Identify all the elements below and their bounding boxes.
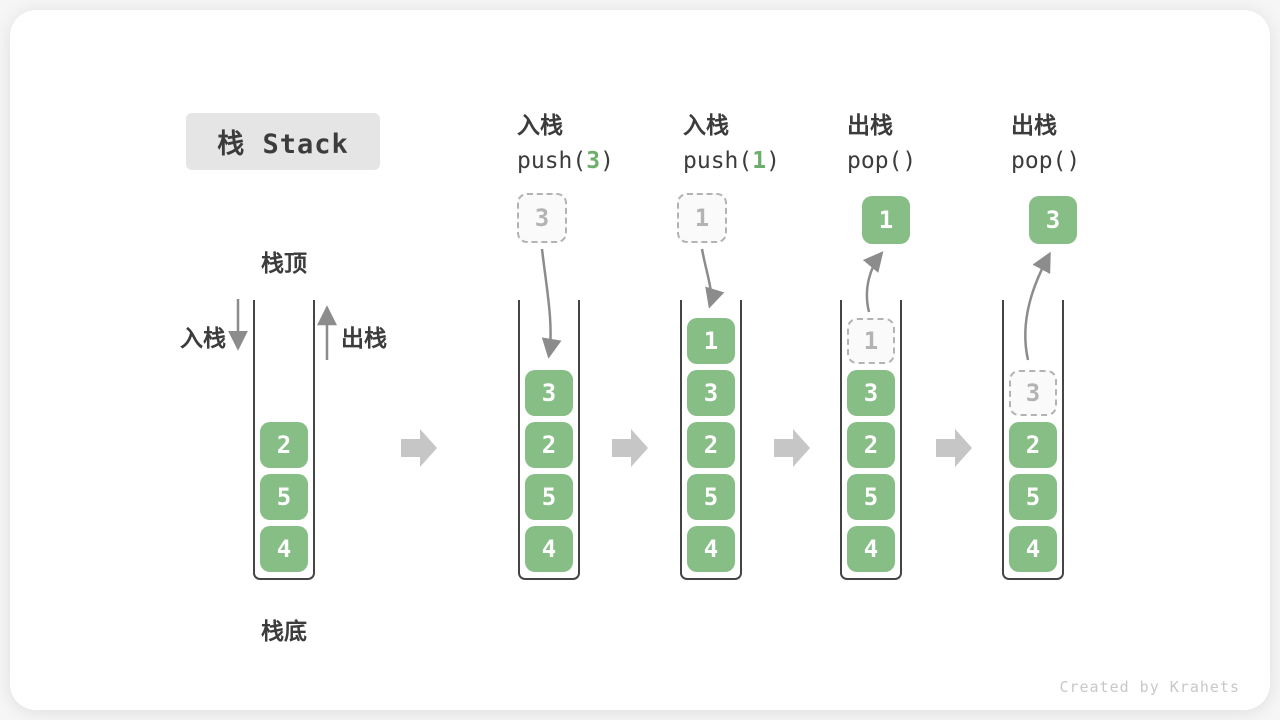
- code-post: ): [766, 148, 780, 174]
- pop-direction-label: 出栈: [341, 326, 387, 352]
- stage-1-header: 入栈 push(3): [517, 106, 614, 174]
- stack-cell: 4: [1009, 526, 1057, 572]
- stack-cell: 2: [525, 422, 573, 468]
- stack-cell-ghost: 1: [847, 318, 895, 364]
- stack-initial: 2 5 4: [253, 300, 315, 580]
- popped-value-box: 3: [1029, 196, 1077, 244]
- stack-after-push-3: 3 2 5 4: [518, 300, 580, 580]
- stack-cell: 4: [525, 526, 573, 572]
- code-post: ): [600, 148, 614, 174]
- code-pre: push(: [517, 148, 587, 174]
- stage-2-header: 入栈 push(1): [683, 106, 780, 174]
- stack-after-pop-3: 3 2 5 4: [1002, 300, 1064, 580]
- code-arg: 3: [586, 148, 601, 174]
- stage-4-op-label: 出栈: [1011, 113, 1057, 139]
- code-arg: 1: [752, 148, 767, 174]
- stage-3-op-code: pop(): [847, 148, 916, 174]
- pushed-value-box: 1: [677, 193, 727, 243]
- stack-cell: 2: [847, 422, 895, 468]
- code-pre: pop(: [1011, 148, 1067, 174]
- stage-2-op-code: push(1): [683, 148, 780, 174]
- stage-1-op-code: push(3): [517, 148, 614, 174]
- code-post: ): [902, 148, 917, 174]
- stack-cell: 5: [847, 474, 895, 520]
- diagram-title: 栈 Stack: [186, 113, 380, 170]
- diagram-title-label: 栈 Stack: [217, 129, 349, 160]
- stack-cell: 4: [847, 526, 895, 572]
- stage-3-op-label: 出栈: [847, 113, 893, 139]
- stack-cell: 3: [687, 370, 735, 416]
- stack-after-pop-1: 1 3 2 5 4: [840, 300, 902, 580]
- popped-value-box: 1: [862, 196, 910, 244]
- stage-1-op-label: 入栈: [517, 113, 563, 139]
- push-direction-label: 入栈: [180, 326, 226, 352]
- stack-cell: 5: [260, 474, 308, 520]
- stack-cell: 4: [687, 526, 735, 572]
- code-post: ): [1066, 148, 1081, 174]
- stack-top-label: 栈顶: [261, 251, 307, 277]
- stage-4-op-code: pop(): [1011, 148, 1080, 174]
- stack-after-push-1: 1 3 2 5 4: [680, 300, 742, 580]
- stack-cell: 1: [687, 318, 735, 364]
- stage-4-header: 出栈 pop(): [1011, 106, 1080, 174]
- stack-cell: 2: [1009, 422, 1057, 468]
- stack-cell: 4: [260, 526, 308, 572]
- stack-bottom-label: 栈底: [261, 619, 307, 645]
- stage-2-op-label: 入栈: [683, 113, 729, 139]
- stack-cell: 5: [1009, 474, 1057, 520]
- code-pre: push(: [683, 148, 753, 174]
- watermark: Created by Krahets: [1059, 678, 1240, 696]
- stack-cell: 5: [525, 474, 573, 520]
- stage-3-header: 出栈 pop(): [847, 106, 916, 174]
- stack-cell: 3: [847, 370, 895, 416]
- code-pre: pop(: [847, 148, 903, 174]
- stack-cell: 2: [260, 422, 308, 468]
- pushed-value-box: 3: [517, 193, 567, 243]
- stack-cell: 2: [687, 422, 735, 468]
- stack-cell-ghost: 3: [1009, 370, 1057, 416]
- stack-cell: 3: [525, 370, 573, 416]
- stack-cell: 5: [687, 474, 735, 520]
